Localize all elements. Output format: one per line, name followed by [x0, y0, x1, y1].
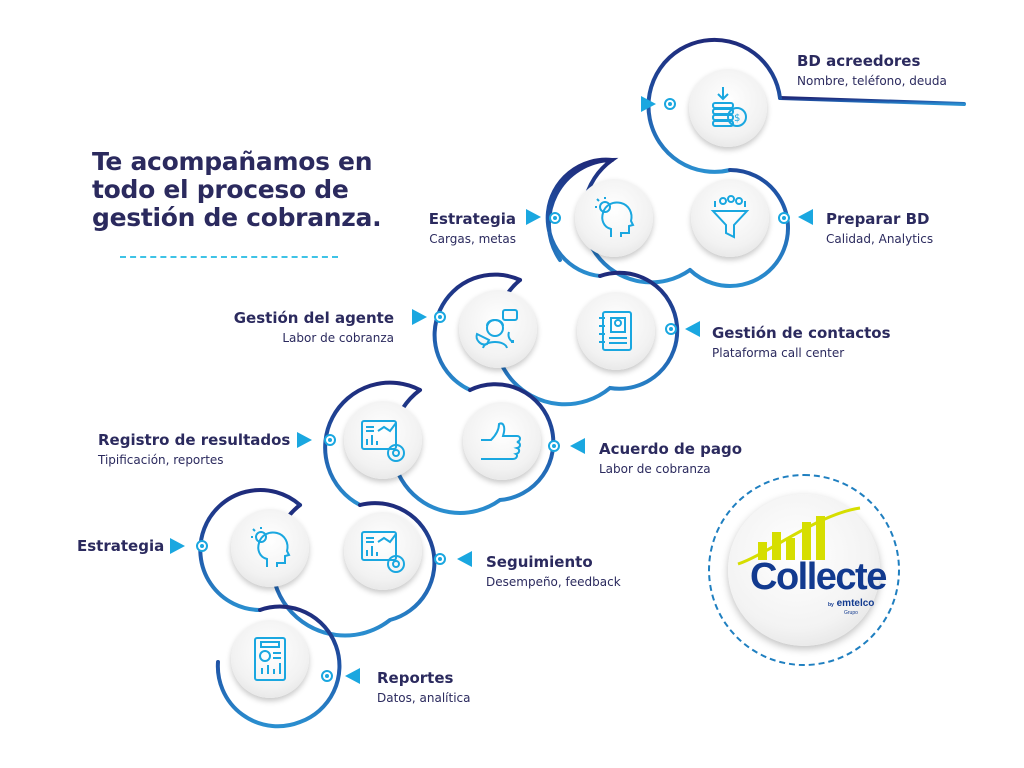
step-circle-registro-resultados	[344, 401, 422, 479]
svg-text:$: $	[734, 113, 740, 124]
step-dot-acuerdo-pago	[548, 440, 560, 452]
step-subtitle: Datos, analítica	[377, 691, 471, 705]
report-document-icon	[254, 637, 286, 681]
step-label-estrategia-2: Estrategia	[77, 537, 164, 555]
step-dot-registro-resultados	[324, 434, 336, 446]
headline-line-1: Te acompañamos en	[92, 147, 373, 176]
step-arrow-preparar-bd	[798, 209, 813, 225]
step-label-estrategia-1: Estrategia Cargas, metas	[400, 210, 516, 247]
step-label-gestion-contactos: Gestión de contactos Plataforma call cen…	[712, 324, 891, 361]
contact-book-icon	[599, 311, 632, 351]
step-title: Acuerdo de pago	[599, 440, 743, 458]
logo-wordmark: Collecte	[750, 556, 887, 598]
step-dot-seguimiento	[434, 553, 446, 565]
step-subtitle: Nombre, teléfono, deuda	[797, 74, 947, 88]
step-subtitle: Calidad, Analytics	[826, 232, 934, 246]
step-circle-gestion-contactos	[577, 292, 655, 370]
step-label-registro-resultados: Registro de resultados Tipificación, rep…	[98, 431, 290, 468]
agent-headset-icon	[475, 309, 518, 349]
step-title: Estrategia	[77, 537, 165, 555]
step-label-reportes: Reportes Datos, analítica	[377, 669, 471, 706]
step-title: Preparar BD	[826, 210, 930, 228]
step-subtitle: Desempeño, feedback	[486, 575, 621, 589]
step-arrow-gestion-agente	[412, 309, 427, 325]
step-arrow-acuerdo-pago	[570, 438, 585, 454]
step-arrow-estrategia-2	[170, 538, 185, 554]
collecte-logo-badge: Collecte by emtelco Grupo	[708, 474, 900, 666]
logo-brand: by emtelco	[828, 598, 875, 609]
step-arrow-gestion-contactos	[685, 321, 700, 337]
head-lightbulb-icon	[251, 527, 291, 567]
step-arrow-bd-acreedores	[641, 96, 656, 112]
step-circle-gestion-agente	[459, 290, 537, 368]
step-title: Seguimiento	[486, 553, 593, 571]
analytics-dashboard-icon	[361, 531, 405, 573]
step-subtitle: Cargas, metas	[429, 232, 516, 246]
logo-bars-icon	[737, 506, 861, 566]
step-circle-acuerdo-pago	[463, 402, 541, 480]
analytics-dashboard-icon	[361, 420, 405, 462]
step-label-preparar-bd: Preparar BD Calidad, Analytics	[826, 210, 933, 247]
step-dot-preparar-bd	[778, 212, 790, 224]
step-dot-estrategia-1	[549, 212, 561, 224]
step-subtitle: Tipificación, reportes	[98, 453, 224, 467]
step-label-seguimiento: Seguimiento Desempeño, feedback	[486, 553, 621, 590]
headline-line-3: gestión de cobranza.	[92, 203, 382, 232]
step-title: Estrategia	[428, 210, 516, 228]
step-dot-gestion-contactos	[665, 323, 677, 335]
step-title: Registro de resultados	[98, 431, 291, 449]
step-label-bd-acreedores: BD acreedores Nombre, teléfono, deuda	[797, 52, 947, 89]
step-circle-estrategia-2	[231, 509, 309, 587]
headline: Te acompañamos en todo el proceso de ges…	[92, 148, 392, 232]
funnel-icon	[710, 195, 750, 239]
step-circle-seguimiento	[344, 512, 422, 590]
step-title: BD acreedores	[797, 52, 921, 70]
logo-circle: Collecte by emtelco Grupo	[728, 494, 887, 646]
step-arrow-seguimiento	[457, 551, 472, 567]
step-arrow-registro-resultados	[297, 432, 312, 448]
step-circle-bd-acreedores: $	[689, 69, 767, 147]
headline-divider	[120, 256, 338, 258]
step-label-gestion-agente: Gestión del agente Labor de cobranza	[220, 309, 394, 346]
step-circle-preparar-bd	[691, 179, 769, 257]
step-title: Gestión del agente	[233, 309, 394, 327]
step-subtitle: Labor de cobranza	[599, 462, 711, 476]
step-title: Reportes	[377, 669, 454, 687]
database-dollar-icon: $	[712, 87, 747, 127]
step-subtitle: Plataforma call center	[712, 346, 845, 360]
step-dot-bd-acreedores	[664, 98, 676, 110]
step-dot-reportes	[321, 670, 333, 682]
step-subtitle: Labor de cobranza	[282, 331, 394, 345]
head-lightbulb-icon	[595, 197, 635, 237]
step-dot-estrategia-2	[196, 540, 208, 552]
step-arrow-reportes	[345, 668, 360, 684]
step-dot-gestion-agente	[434, 311, 446, 323]
thumbs-up-icon	[481, 422, 521, 460]
step-circle-reportes	[231, 620, 309, 698]
step-arrow-estrategia-1	[526, 209, 541, 225]
step-circle-estrategia-1	[575, 179, 653, 257]
step-title: Gestión de contactos	[712, 324, 891, 342]
step-label-acuerdo-pago: Acuerdo de pago Labor de cobranza	[599, 440, 742, 477]
headline-line-2: todo el proceso de	[92, 175, 349, 204]
logo-sub: Grupo	[844, 610, 858, 616]
